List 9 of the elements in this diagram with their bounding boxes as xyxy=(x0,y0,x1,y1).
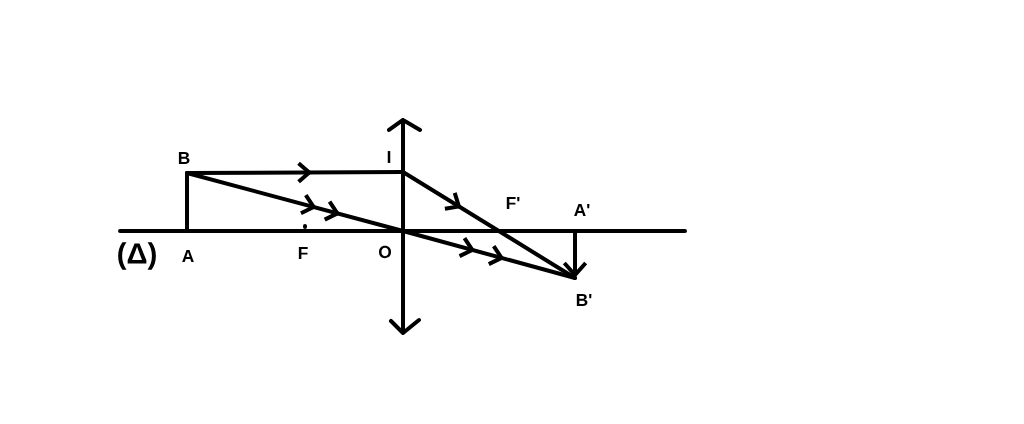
point-label: I xyxy=(387,151,391,163)
point-label: O xyxy=(379,245,391,259)
point-label: A' xyxy=(574,204,590,216)
point-label: F' xyxy=(506,197,520,209)
axis-label: (Δ) xyxy=(118,242,156,270)
point-label: B' xyxy=(576,294,592,306)
point-label: F xyxy=(298,247,308,259)
point-label: B xyxy=(178,152,190,164)
point-label: A xyxy=(182,250,194,262)
